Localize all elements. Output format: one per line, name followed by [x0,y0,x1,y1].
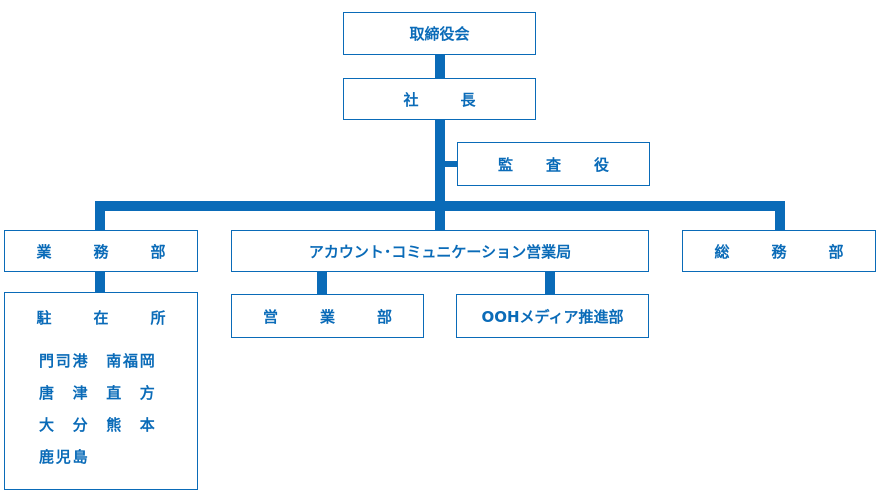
branch-office-item: 鹿児島 [39,448,90,466]
connector-horizontal-bar [95,201,785,211]
president-box: 社 長 [343,78,536,120]
branch-office-box: 駐 在 所 門司港 南福岡 唐 津 直 方 大 分 熊 本 鹿児島 [4,292,198,490]
sales-department-box: 営 業 部 [231,294,424,338]
connector-board-president [435,54,445,79]
branch-office-list: 門司港 南福岡 唐 津 直 方 大 分 熊 本 鹿児島 [39,345,157,473]
branch-office-title: 駐 在 所 [36,309,179,327]
connector-ooh [545,271,555,295]
connector-business-office [95,271,105,293]
branch-office-item: 唐 津 直 方 [39,384,157,402]
connector-president-trunk [435,119,445,231]
auditor-box: 監 査 役 [457,142,650,186]
branch-office-item: 門司港 南福岡 [39,352,157,370]
business-department-box: 業 務 部 [4,230,198,272]
connector-auditor [445,161,458,167]
account-communication-sales-bureau-box: アカウント･コミュニケーション営業局 [231,230,649,272]
board-of-directors-box: 取締役会 [343,12,536,55]
ooh-media-promotion-department-box: OOHメディア推進部 [456,294,649,338]
connector-sales [317,271,327,295]
general-affairs-department-box: 総 務 部 [682,230,876,272]
connector-drop-general-affairs [775,201,785,231]
connector-drop-business [95,201,105,231]
branch-office-item: 大 分 熊 本 [39,416,157,434]
